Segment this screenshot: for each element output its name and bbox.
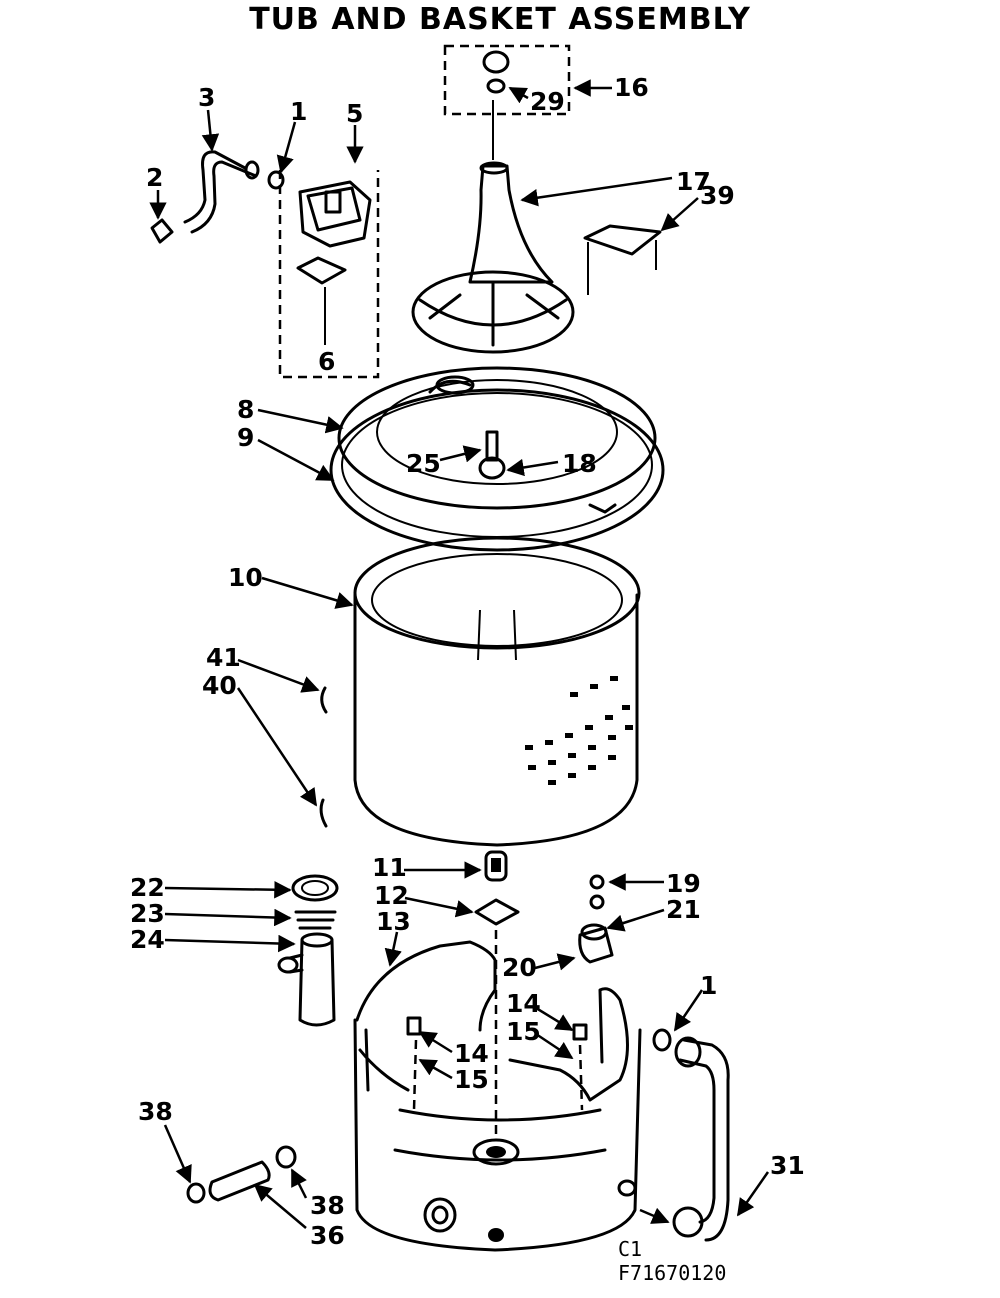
part-21-cap (589, 894, 605, 910)
callout-41: 41 (206, 643, 241, 672)
callout-36: 36 (310, 1221, 345, 1250)
part-41-clip (320, 686, 328, 714)
callout-9: 9 (237, 423, 254, 452)
part-38-clamp-right (275, 1145, 297, 1169)
part-24-outlet-tube (277, 932, 336, 1027)
part-12-washer (474, 898, 520, 926)
part-13-outer-tub (353, 930, 642, 1252)
part-1-clamp-top (267, 170, 285, 190)
callout-16: 16 (614, 73, 649, 102)
callout-3: 3 (198, 83, 215, 112)
part-36-hose (208, 1160, 271, 1202)
part-18-nut (478, 456, 506, 480)
callout-14-left: 14 (454, 1039, 489, 1068)
callout-17: 17 (676, 167, 711, 196)
callout-38-left: 38 (138, 1097, 173, 1126)
callout-15-right: 15 (506, 1017, 541, 1046)
drawing-code-c1: C1 (618, 1237, 642, 1261)
part-25-bolt (485, 430, 499, 462)
part-19-plug (589, 874, 605, 890)
callout-1-top: 1 (290, 97, 307, 126)
callout-20: 20 (502, 953, 537, 982)
callout-12: 12 (374, 881, 409, 910)
callout-29: 29 (530, 87, 565, 116)
callout-25: 25 (406, 449, 441, 478)
part-20-valve (578, 923, 614, 964)
callout-22: 22 (130, 873, 165, 902)
callout-13: 13 (376, 907, 411, 936)
part-39-label (583, 224, 662, 295)
callout-8: 8 (237, 395, 254, 424)
part-2-clamp (150, 218, 174, 244)
part-3-hose (183, 150, 260, 234)
callout-1-lower: 1 (700, 971, 717, 1000)
part-9-tub-ring (329, 388, 665, 552)
callout-2: 2 (146, 163, 163, 192)
leader-lines (149, 79, 770, 1229)
part-8-tub-cover (337, 366, 657, 514)
part-5-dispenser-group (278, 170, 380, 379)
callout-6: 6 (318, 347, 335, 376)
drawing-code-number: F71670120 (618, 1261, 726, 1285)
callout-19: 19 (666, 869, 701, 898)
callout-15-left: 15 (454, 1065, 489, 1094)
part-11-boot (484, 850, 508, 882)
part-22-gasket (291, 874, 339, 902)
page-title: TUB AND BASKET ASSEMBLY (249, 2, 751, 37)
callout-24: 24 (130, 925, 165, 954)
part-16-agitator-cap-group (443, 44, 571, 116)
callout-5: 5 (346, 99, 363, 128)
part-31-hose (672, 1036, 730, 1242)
callout-18: 18 (562, 449, 597, 478)
callout-11: 11 (372, 853, 407, 882)
callout-40: 40 (202, 671, 237, 700)
part-1-clamp-lower (652, 1028, 672, 1052)
part-17-agitator (411, 161, 575, 354)
part-10-basket (353, 536, 641, 847)
callout-21: 21 (666, 895, 701, 924)
part-38-clamp-left (186, 1182, 206, 1204)
callout-labels: 3 2 1 5 6 16 29 17 39 8 9 25 18 10 41 40… (130, 73, 805, 1250)
part-14-bolt-right (572, 1023, 588, 1041)
part-14-bolt-left (406, 1016, 422, 1036)
callout-39: 39 (700, 181, 735, 210)
callout-31: 31 (770, 1151, 805, 1180)
part-6-filter (296, 256, 347, 345)
part-23-spring (294, 910, 337, 930)
callout-10: 10 (228, 563, 263, 592)
callout-14-right: 14 (506, 989, 541, 1018)
callout-38-right: 38 (310, 1191, 345, 1220)
part-40-clip (319, 798, 328, 828)
callout-23: 23 (130, 899, 165, 928)
